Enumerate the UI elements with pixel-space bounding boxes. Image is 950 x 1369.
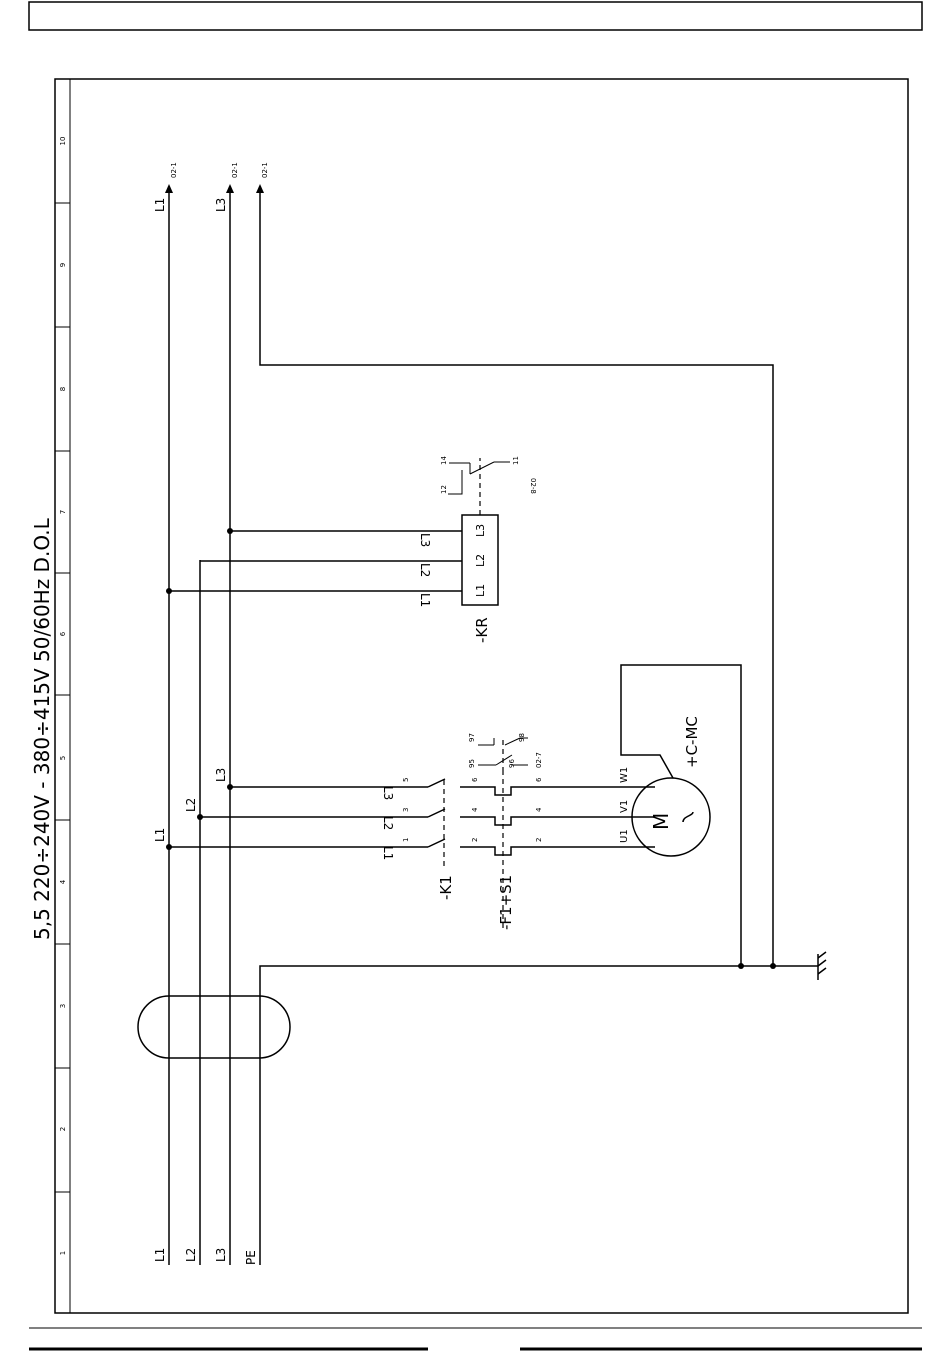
f1-xref: 02-7 xyxy=(535,752,543,768)
zone-number-8: 8 xyxy=(59,387,67,391)
top-label-l1: L1 xyxy=(153,198,167,212)
zone-number-1: 1 xyxy=(59,1251,67,1255)
f1-contact-95: 95 xyxy=(468,759,476,768)
motor-terminal-u1: U1 xyxy=(619,829,630,843)
header-frame xyxy=(29,2,922,30)
zone-number-9: 9 xyxy=(59,263,67,267)
wire-return xyxy=(260,193,773,966)
f1-contact-97: 97 xyxy=(468,733,476,742)
diagram-title: 5,5 220÷240V - 380÷415V 50/60Hz D.O.L xyxy=(30,517,54,940)
arrow-l3 xyxy=(226,184,234,193)
kr-contact-14: 14 xyxy=(440,456,448,465)
zone-dividers xyxy=(55,203,70,1192)
xref-a: 02-1 xyxy=(170,162,178,178)
f1-contact-98: 98 xyxy=(518,733,526,742)
k1-branch-label-l1: L1 xyxy=(381,846,395,860)
kr-terminal-l3: L3 xyxy=(474,524,487,537)
zone-number-7: 7 xyxy=(59,510,67,514)
k1-pin-4: 4 xyxy=(471,807,479,812)
k1-wire-label-l3: L3 xyxy=(214,768,228,782)
top-label-l3: L3 xyxy=(214,198,228,212)
k1-pin-3: 3 xyxy=(402,808,410,812)
supply-label-pe: PE xyxy=(244,1250,258,1265)
k1-pin-2: 2 xyxy=(471,838,479,842)
f1-pin-2: 2 xyxy=(535,838,543,842)
motor-earth-wire xyxy=(621,665,741,966)
zone-number-10: 10 xyxy=(59,137,67,146)
motor-designation: +C-MC xyxy=(683,716,701,768)
kr-wire-label-l2: L2 xyxy=(418,563,432,577)
ac-wave-icon xyxy=(683,812,693,822)
zone-number-5: 5 xyxy=(59,756,67,760)
kr-wire-label-l3: L3 xyxy=(418,533,432,547)
k1-branch-label-l3: L3 xyxy=(381,786,395,800)
k1-wire-label-l2: L2 xyxy=(184,798,198,812)
k1-pin-6: 6 xyxy=(471,777,479,782)
kr-terminal-l2: L2 xyxy=(474,554,487,567)
f1-contact-96: 96 xyxy=(508,759,516,768)
k1-branch-wires xyxy=(169,779,485,847)
k1-designation: -K1 xyxy=(437,875,455,900)
kr-aux-contact xyxy=(448,462,510,494)
zone-number-2: 2 xyxy=(59,1127,67,1131)
kr-terminal-l1: L1 xyxy=(474,584,487,597)
drawing-frame xyxy=(55,79,908,1313)
f1-designation: -F1+S1 xyxy=(497,875,515,930)
f1-pin-6: 6 xyxy=(535,777,543,782)
zone-number-6: 6 xyxy=(59,631,67,636)
kr-designation: -KR xyxy=(473,617,491,643)
supply-label-l1: L1 xyxy=(153,1248,167,1262)
k1-pin-5: 5 xyxy=(402,778,410,782)
kr-contact-xref: 02-8 xyxy=(529,478,537,494)
f1-thermal-elements xyxy=(485,787,655,855)
k1-pin-1: 1 xyxy=(402,838,410,842)
supply-label-l2: L2 xyxy=(184,1248,198,1262)
arrow-return xyxy=(256,184,264,193)
kr-contact-12: 12 xyxy=(440,485,448,494)
kr-contact-11: 11 xyxy=(512,456,520,465)
f1-pin-4: 4 xyxy=(535,807,543,812)
k1-branch-label-l2: L2 xyxy=(381,816,395,830)
zone-number-3: 3 xyxy=(59,1004,67,1008)
supply-label-l3: L3 xyxy=(214,1248,228,1262)
motor-terminal-w1: W1 xyxy=(619,767,630,783)
xref-c: 02-1 xyxy=(261,162,269,178)
wire-pe xyxy=(260,966,818,1265)
arrow-l1 xyxy=(165,184,173,193)
kr-wire-label-l1: L1 xyxy=(418,593,432,607)
motor-terminal-v1: V1 xyxy=(619,800,630,813)
xref-b: 02-1 xyxy=(231,162,239,178)
zone-number-4: 4 xyxy=(59,879,67,884)
cable-gland xyxy=(138,996,290,1058)
k1-wire-label-l1: L1 xyxy=(153,828,167,842)
motor-letter: M xyxy=(649,813,673,830)
earth-symbol xyxy=(818,952,826,980)
